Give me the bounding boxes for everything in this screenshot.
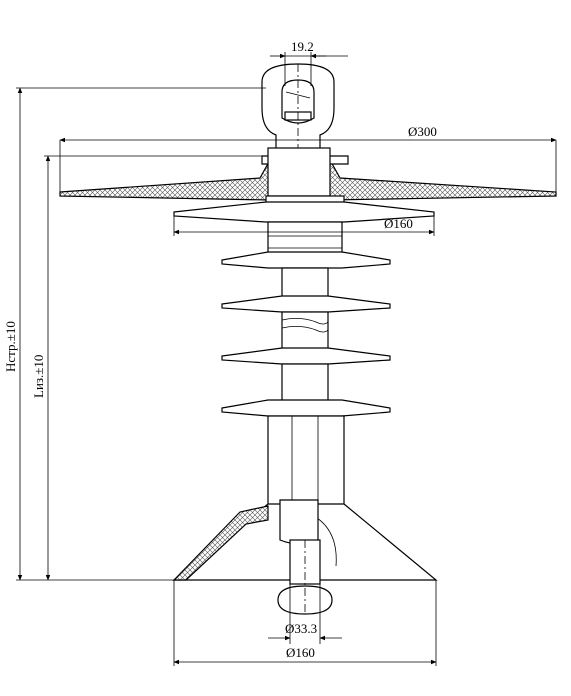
insulator-core [173, 195, 435, 509]
dim-label-d33-3: Ø33.3 [285, 621, 317, 636]
dim-label-19-2: 19.2 [291, 39, 314, 54]
top-eye-fitting [261, 63, 335, 161]
dim-label-d160-upper: Ø160 [384, 216, 413, 231]
dim-label-height: Нстр.±10 [3, 321, 18, 372]
large-shed [59, 147, 557, 201]
dim-label-d160-base: Ø160 [286, 645, 315, 660]
base-fitting [172, 499, 438, 615]
dim-label-insulation-length: Lиз.±10 [31, 355, 46, 398]
dim-label-d300: Ø300 [408, 124, 437, 139]
dimension-lines [16, 52, 557, 666]
